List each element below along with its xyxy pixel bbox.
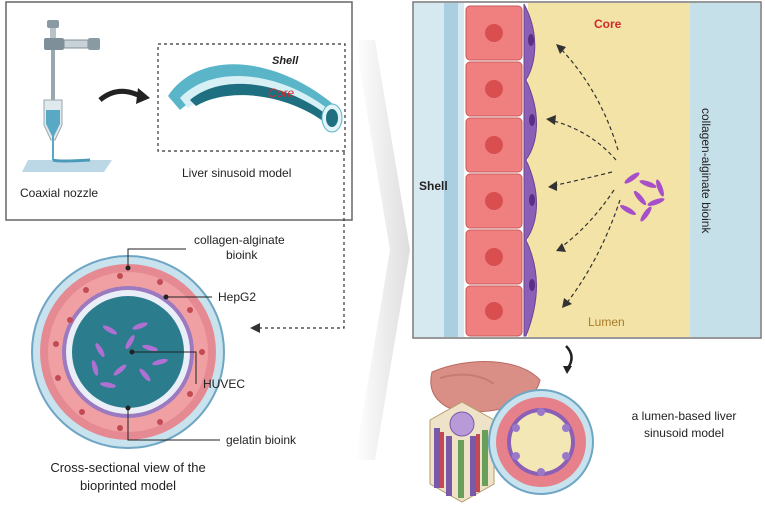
nozzle-label: Coaxial nozzle — [20, 186, 98, 200]
liver-caption-2: sinusoid model — [644, 426, 724, 440]
endothelial-layer — [523, 3, 537, 337]
connector-dashed-line — [258, 152, 345, 329]
shell-label-a: Shell — [272, 55, 299, 67]
coaxial-nozzle-icon — [22, 20, 112, 172]
down-arrow-icon — [565, 345, 573, 369]
panel-a-frame — [5, 1, 353, 221]
model-dashed-box — [157, 43, 346, 152]
huvec-cells — [91, 322, 168, 388]
lobule-icon — [429, 401, 495, 503]
core-label-detail: Core — [594, 17, 622, 31]
liver-caption-1: a lumen-based liver — [632, 409, 737, 423]
hepatocyte-column — [465, 5, 523, 337]
sinusoid-tube-icon — [168, 64, 343, 133]
model-label: Liver sinusoid model — [182, 166, 291, 180]
core-label-a: Core — [268, 86, 294, 100]
cross-section-caption-1: Cross-sectional view of the — [50, 460, 205, 475]
curved-arrow-icon — [98, 88, 142, 102]
callout-huvec: HUVEC — [203, 377, 245, 391]
callout-hepg2: HepG2 — [218, 290, 256, 304]
callout-gelatin: gelatin bioink — [226, 433, 297, 447]
shell-label-detail: Shell — [419, 179, 448, 193]
huvec-cluster — [620, 172, 665, 222]
callout-lines — [127, 248, 220, 441]
big-chevron-arrow — [355, 40, 410, 460]
callout-collagen-2: bioink — [226, 248, 258, 262]
lumen-label: Lumen — [588, 315, 625, 329]
bioink-vertical-label: collagen-alginate bioink — [699, 108, 713, 234]
cross-section-caption-2: bioprinted model — [80, 478, 176, 493]
lumen-model-cross-section — [488, 389, 594, 495]
callout-collagen: collagen-alginate — [194, 233, 285, 247]
cross-section-diagram — [31, 255, 225, 449]
